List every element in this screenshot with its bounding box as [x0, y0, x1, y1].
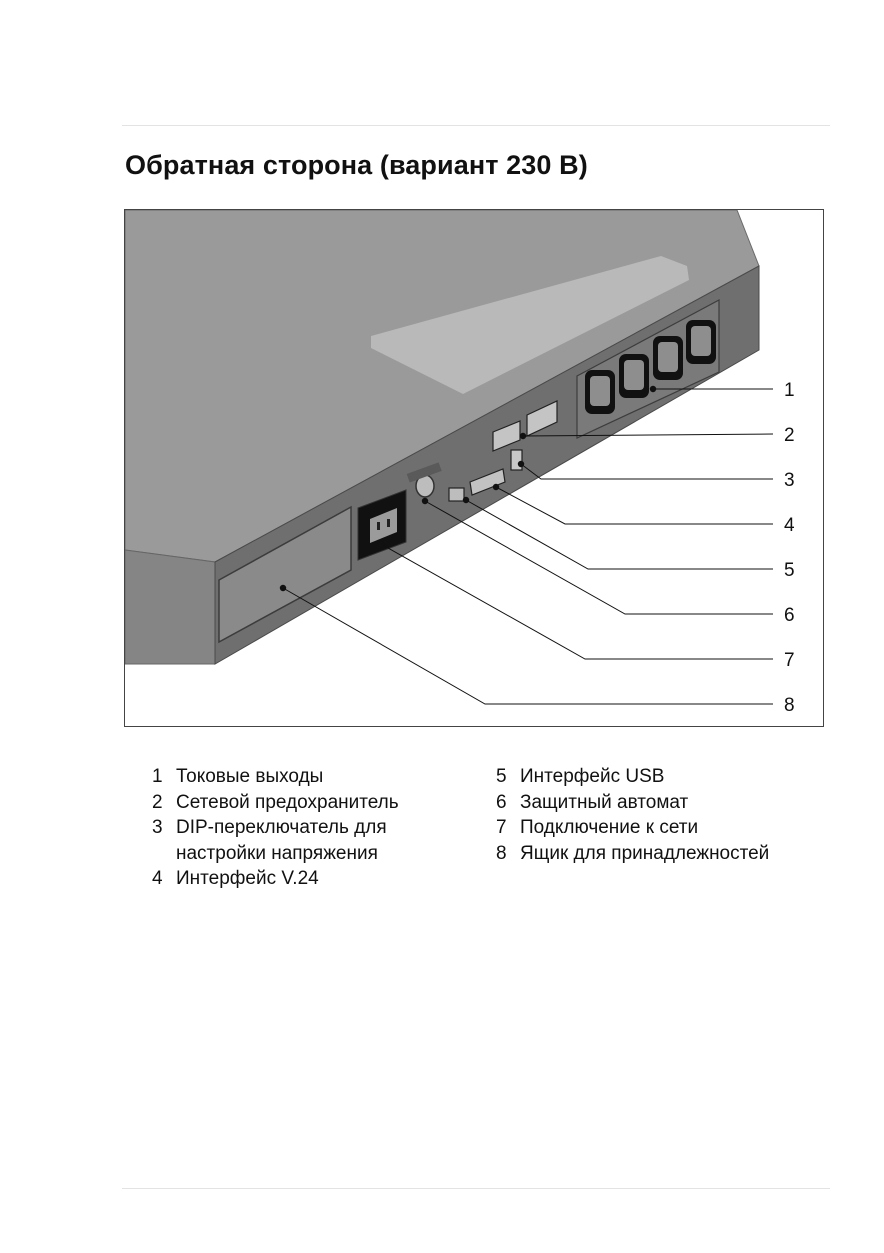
page-title: Обратная сторона (вариант 230 В) [125, 150, 588, 180]
callout-8: 8 [784, 695, 795, 716]
callout-7: 7 [784, 650, 795, 671]
legend-text: Интерфейс USB [520, 766, 665, 787]
network-port-a [492, 420, 521, 452]
legend-item: 7 Подключение к сети [496, 815, 826, 841]
legend-number: 4 [152, 868, 163, 889]
bottom-rule [122, 1188, 830, 1189]
legend-number: 8 [496, 842, 507, 864]
callout-3: 3 [784, 470, 795, 491]
callout-6: 6 [784, 605, 795, 626]
legend-right: 5 Интерфейс USB 6 Защитный автомат 7 Под… [496, 764, 826, 866]
legend-item: 5 Интерфейс USB [496, 764, 826, 790]
callout-4: 4 [784, 515, 795, 536]
legend-item: 1 Токовые выходы [152, 764, 472, 790]
legend-number: 1 [152, 766, 163, 787]
dip-switch [510, 449, 523, 471]
legend-number: 5 [496, 766, 507, 787]
legend-text: Ящик для принадлежностей [520, 842, 770, 864]
legend-number: 6 [496, 791, 507, 813]
legend-text: DIP-переключатель для настройки напряжен… [176, 817, 387, 864]
legend-item: 4 Интерфейс V.24 [152, 866, 472, 892]
device-side [125, 549, 216, 665]
leader-dots [279, 385, 657, 592]
legend-item: 8 Ящик для принадлежностей [496, 841, 826, 867]
outlet-socket-faces [590, 326, 711, 406]
network-port-b [526, 400, 558, 437]
accessory-box [218, 505, 352, 644]
label-panel [371, 256, 689, 394]
legend-item: 3 DIP-переключатель для настройки напряж… [152, 815, 472, 866]
legend-text: Подключение к сети [520, 817, 699, 838]
callout-2: 2 [784, 425, 795, 446]
legend-text: Защитный автомат [520, 791, 689, 813]
legend-number: 7 [496, 817, 507, 838]
usb-port [448, 487, 465, 502]
serial-port [469, 468, 506, 496]
legend-left: 1 Токовые выходы 2 Сетевой предохранител… [152, 764, 472, 892]
leader-lines [282, 388, 774, 705]
mains-inlet [357, 489, 407, 561]
device-rear-illustration: 1 2 3 4 5 6 7 8 [124, 209, 824, 727]
callout-5: 5 [784, 560, 795, 581]
legend-text: Токовые выходы [176, 766, 324, 787]
legend-item: 2 Сетевой предохранитель [152, 790, 472, 816]
vent-slot [406, 462, 442, 483]
legend-text: Сетевой предохранитель [176, 791, 399, 813]
device-drawing: 1 2 3 4 5 6 7 8 [125, 210, 795, 716]
legend-number: 2 [152, 791, 163, 813]
legend-item: 6 Защитный автомат [496, 790, 826, 816]
legend-text: Интерфейс V.24 [176, 868, 319, 889]
top-rule [122, 125, 830, 126]
callout-1: 1 [784, 380, 795, 401]
legend-number: 3 [152, 817, 163, 838]
